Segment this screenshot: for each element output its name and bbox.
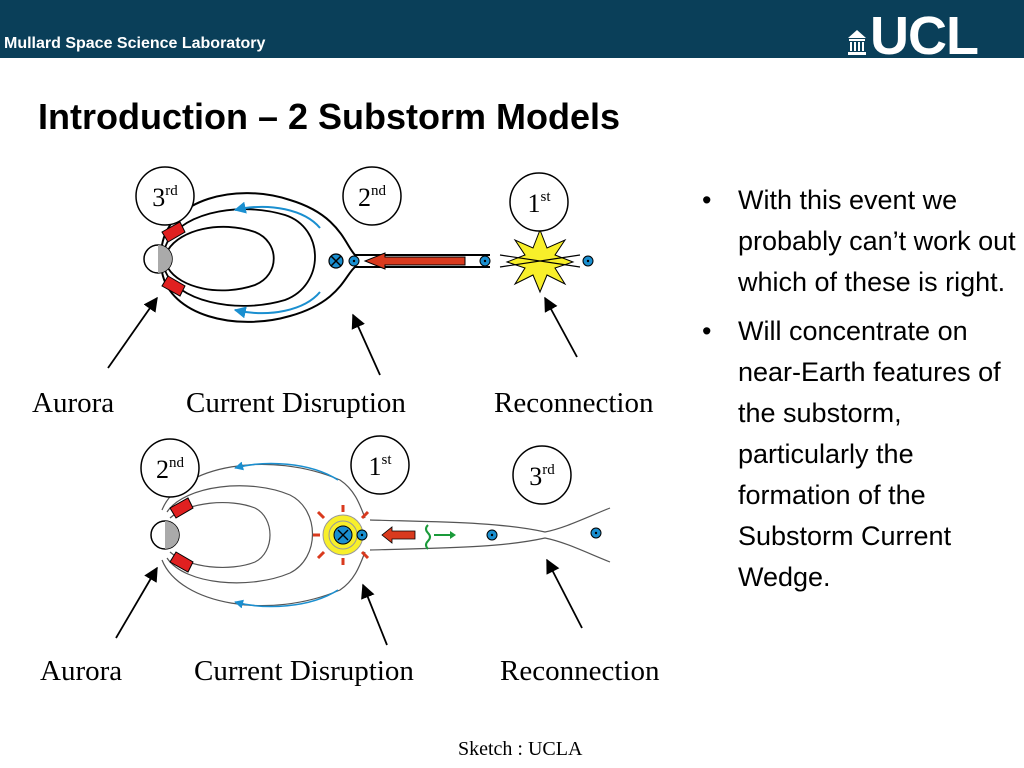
top-first-label: 1st bbox=[509, 172, 569, 232]
ucl-wordmark: UCL bbox=[870, 6, 979, 66]
substorm-models-diagram: 3rd 2nd 1st Aurora Current Disruption Re… bbox=[32, 166, 660, 687]
bullet-item: • With this event we probably can’t work … bbox=[700, 180, 1020, 303]
bottom-caption-aurora: Aurora bbox=[40, 655, 122, 687]
bullet-text: With this event we probably can’t work o… bbox=[738, 185, 1016, 297]
svg-text:1st: 1st bbox=[368, 452, 392, 481]
bullet-marker: • bbox=[702, 185, 712, 215]
bottom-caption-reconnection: Reconnection bbox=[500, 655, 660, 687]
top-model: 3rd 2nd 1st Aurora Current Disruption Re… bbox=[32, 166, 654, 419]
bullet-text: Will concentrate on near-Earth features … bbox=[738, 316, 1001, 592]
top-caption-reconnection: Reconnection bbox=[494, 387, 654, 419]
top-caption-aurora: Aurora bbox=[32, 387, 114, 419]
sketch-credit: Sketch : UCLA bbox=[458, 738, 583, 760]
header-bar: Mullard Space Science Laboratory UCL bbox=[0, 0, 1024, 66]
top-caption-current-disruption: Current Disruption bbox=[186, 387, 406, 419]
top-second-label: 2nd bbox=[342, 166, 402, 226]
bottom-model: 2nd 1st 3rd Aurora Current Disruption Re… bbox=[40, 435, 660, 687]
bullet-list: • With this event we probably can’t work … bbox=[700, 180, 1020, 606]
bottom-caption-current-disruption: Current Disruption bbox=[194, 655, 414, 687]
top-third-label: 3rd bbox=[135, 166, 195, 226]
svg-text:3rd: 3rd bbox=[152, 183, 178, 212]
bottom-third-label: 3rd bbox=[512, 445, 572, 505]
portico-icon bbox=[848, 30, 866, 55]
bullet-marker: • bbox=[702, 316, 712, 346]
svg-text:2nd: 2nd bbox=[358, 183, 387, 212]
ucl-logo: UCL bbox=[846, 6, 979, 66]
bottom-second-label: 2nd bbox=[140, 438, 200, 498]
slide-title: Introduction – 2 Substorm Models bbox=[38, 96, 621, 137]
svg-text:1st: 1st bbox=[527, 189, 551, 218]
svg-text:2nd: 2nd bbox=[156, 455, 185, 484]
bullet-item: • Will concentrate on near-Earth features… bbox=[700, 311, 1020, 598]
svg-text:3rd: 3rd bbox=[529, 462, 555, 491]
bottom-first-label: 1st bbox=[350, 435, 410, 495]
lab-name: Mullard Space Science Laboratory bbox=[4, 35, 266, 52]
